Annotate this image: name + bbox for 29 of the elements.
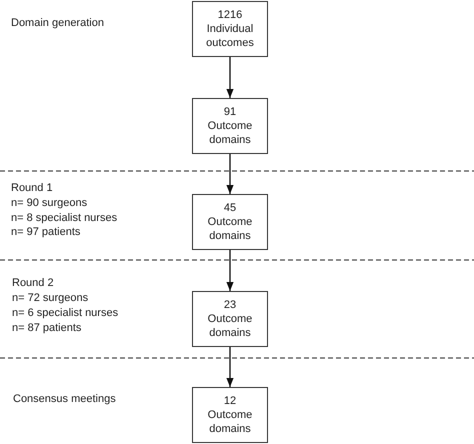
process-box (192, 387, 268, 443)
count-text: 45 (224, 201, 236, 215)
count-text: 12 (224, 394, 236, 408)
stage-label: n= 72 surgeons (12, 291, 88, 305)
arrow (226, 250, 234, 291)
stage-label: Round 1 (11, 181, 53, 195)
stage-label: n= 90 surgeons (11, 196, 88, 210)
count-text: 23 (224, 298, 236, 312)
box-label: Outcome domains (206, 312, 254, 340)
process-box (192, 98, 268, 154)
stage-label: n= 6 specialist nurses (12, 306, 118, 320)
arrow (226, 347, 234, 387)
box-label: Outcome domains (206, 408, 254, 436)
stage-label: Consensus meetings (13, 392, 116, 406)
process-box (192, 1, 268, 57)
stage-label: Domain generation (11, 16, 104, 30)
stage-label: Round 2 (12, 276, 54, 290)
arrow (226, 154, 234, 194)
arrow (226, 57, 234, 98)
process-box (192, 194, 268, 250)
process-box (192, 291, 268, 347)
stage-label: n= 97 patients (11, 225, 80, 239)
count-text: 91 (224, 105, 236, 119)
box-label: Outcome domains (206, 119, 254, 147)
box-label: Individual outcomes (205, 22, 255, 50)
stage-label: n= 8 specialist nurses (11, 211, 118, 225)
count-text: 1216 (218, 8, 242, 22)
box-label: Outcome domains (206, 215, 254, 243)
stage-label: n= 87 patients (12, 321, 82, 335)
